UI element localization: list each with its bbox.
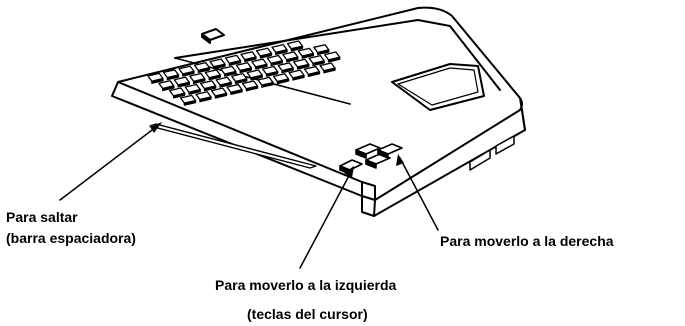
key-edge — [301, 52, 315, 59]
key-edge — [182, 70, 195, 77]
key-edge — [270, 60, 284, 66]
power-switch — [201, 28, 225, 44]
key-edge — [296, 63, 310, 70]
arrowhead-left — [344, 166, 354, 178]
pointer-jump — [59, 123, 161, 201]
key-edge — [166, 74, 180, 81]
label-spacebar: (barra espaciadora) — [6, 230, 136, 246]
cursor-keys — [339, 143, 403, 175]
key-edge — [230, 89, 243, 96]
key-edge — [245, 85, 259, 92]
key-edge — [255, 63, 268, 70]
key-edge — [250, 74, 263, 81]
key-edge — [327, 56, 341, 63]
key-edge — [323, 67, 336, 74]
key-edge — [213, 63, 226, 70]
arrowhead-jump — [150, 122, 162, 133]
key-edge — [199, 96, 212, 103]
key-edge — [172, 92, 186, 99]
key-edge — [239, 67, 253, 74]
key-edge — [261, 81, 274, 88]
label-move-right: Para moverlo a la derecha — [440, 233, 614, 249]
key-edge — [276, 78, 290, 85]
key-edge — [183, 99, 197, 106]
key-edge — [281, 67, 294, 74]
key-edge — [224, 70, 237, 77]
key-edge — [219, 81, 232, 88]
spacebar — [149, 123, 317, 169]
key-edge — [292, 74, 305, 81]
display-window — [391, 63, 485, 111]
key-edge — [312, 60, 325, 67]
key-edge — [188, 89, 201, 95]
label-jump: Para saltar — [6, 209, 78, 225]
pointer-left — [299, 169, 353, 269]
arrowhead-right — [396, 154, 404, 166]
key-edge — [265, 71, 279, 77]
key-edge — [208, 74, 222, 81]
key-edge — [307, 71, 321, 78]
pointer-right — [399, 157, 439, 231]
key-edge — [203, 85, 217, 92]
computer-body — [111, 6, 526, 217]
key-edge — [286, 56, 299, 63]
pointer-arrowheads — [150, 122, 404, 178]
key-edge — [151, 77, 164, 84]
key-edge — [177, 81, 191, 88]
keyboard-keys — [147, 40, 341, 106]
key-edge — [275, 49, 288, 56]
side-ports — [469, 135, 515, 171]
pointer-lines — [59, 123, 439, 269]
key-edge — [197, 67, 211, 74]
key-edge — [193, 78, 206, 84]
key-edge — [228, 59, 242, 66]
key-edge — [259, 52, 273, 59]
label-move-left: Para moverlo a la izquierda — [215, 277, 397, 293]
key-edge — [234, 78, 248, 85]
key-edge — [290, 45, 304, 52]
label-cursor-keys: (teclas del cursor) — [247, 306, 368, 322]
key-edge — [162, 85, 175, 92]
key-edge — [244, 56, 257, 63]
key-edge — [317, 49, 330, 56]
key-edge — [214, 92, 228, 99]
